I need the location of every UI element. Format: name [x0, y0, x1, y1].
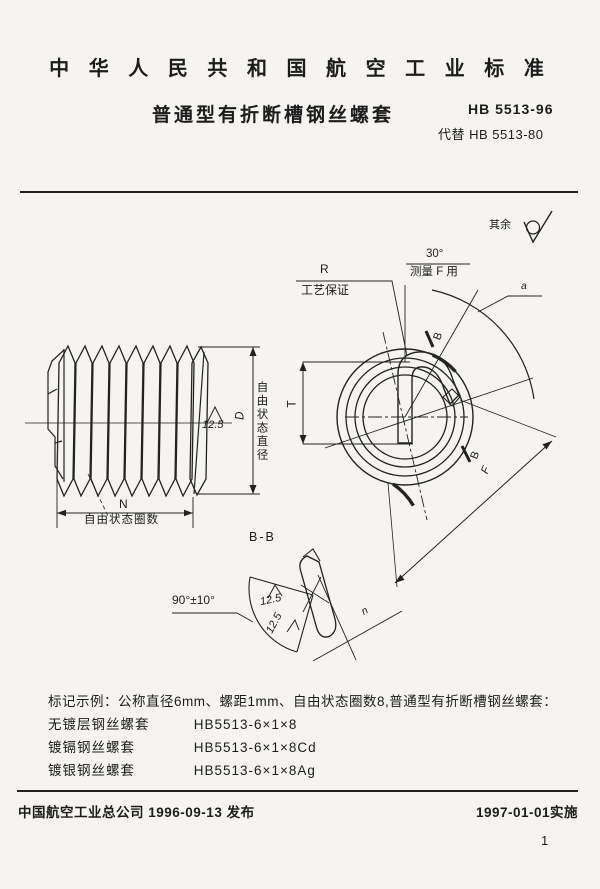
d-dimension-label: D: [234, 411, 247, 420]
header-rule: [20, 191, 578, 193]
free-state-coils-note: 自由状态圈数: [84, 514, 159, 526]
issuer-and-date: 中国航空工业总公司 1996-09-13 发布: [18, 801, 255, 821]
angle-90-label: 90°±10°: [172, 593, 215, 607]
designation: HB5513-6×1×8Cd: [193, 739, 317, 755]
dimension-t: [299, 361, 413, 445]
roughness-symbol-section-1: [267, 584, 283, 599]
end-view-circle: [285, 210, 557, 610]
a-leader-line: [477, 295, 542, 313]
issue-date: 1996-09-13 发布: [148, 805, 255, 820]
standard-name: 普通型有折断槽钢丝螺套: [152, 105, 395, 126]
marking-example-block: 标记示例：公称直径6mm、螺距1mm、自由状态圈数8,普通型有折断槽钢丝螺套： …: [48, 695, 557, 778]
angle-sector: [248, 576, 314, 653]
rest-surfaces-label: 其余: [489, 219, 511, 231]
marking-row: 无镀层钢丝螺套 HB5513-6×1×8: [48, 716, 557, 732]
marking-row: 镀镉钢丝螺套 HB5513-6×1×8Cd: [48, 739, 557, 755]
section-b-b-view: [172, 548, 403, 662]
n-reference-line: [312, 610, 403, 662]
measure-f-note: 测量 F 用: [410, 266, 458, 278]
dimension-f: [387, 399, 557, 588]
technical-drawing: [25, 210, 557, 662]
free-state-diameter-note: 自由状态直径: [255, 381, 268, 462]
marking-example-line: 标记示例：公称直径6mm、螺距1mm、自由状态圈数8,普通型有折断槽钢丝螺套：: [48, 694, 558, 709]
coating-name: 镀镉钢丝螺套: [48, 739, 135, 755]
angle-30-label: 30°: [426, 248, 444, 260]
document-title: 中 华 人 民 共 和 国 航 空 工 业 标 准: [49, 58, 551, 80]
break-notch: [442, 388, 461, 407]
section-arrow-bottom: [460, 445, 472, 463]
coil-tang-end: [47, 349, 65, 482]
coating-name: 镀银钢丝螺套: [48, 762, 135, 778]
rest-roughness-icon: [523, 210, 553, 244]
side-view-coil: [25, 344, 260, 528]
section-trace-line: [382, 331, 428, 521]
radius-label: R: [320, 262, 329, 276]
effective-date: 1997-01-01实施: [475, 805, 578, 820]
r-leader-line: [296, 280, 408, 357]
angle-leader-line: [172, 612, 254, 623]
n-coils-label: N: [119, 497, 128, 511]
supersedes-note: 代替 HB 5513-80: [438, 127, 544, 142]
roughness-symbol-side: [206, 405, 224, 424]
dimension-free-coils: [56, 480, 194, 528]
outer-arc: [431, 289, 535, 400]
wire-cross-section: [299, 555, 337, 638]
dimension-free-diameter: [196, 346, 260, 495]
page-number: 1: [541, 833, 549, 848]
roughness-symbol-section-2: [286, 618, 300, 633]
roughness-value-side: 12.5: [202, 419, 224, 431]
section-arrow-top: [424, 330, 435, 348]
issuer: 中国航空工业总公司: [18, 805, 144, 820]
standard-number: HB 5513-96: [468, 101, 554, 117]
marking-row: 镀银钢丝螺套 HB5513-6×1×8Ag: [48, 762, 557, 778]
designation: HB5513-6×1×8Ag: [193, 762, 316, 778]
process-guarantee-note: 工艺保证: [301, 283, 350, 297]
t-dimension-label: T: [284, 400, 299, 408]
designation: HB5513-6×1×8: [193, 716, 298, 732]
coating-name: 无镀层钢丝螺套: [48, 716, 150, 732]
a-label: a: [521, 280, 527, 292]
footer-rule: [17, 790, 578, 792]
section-title: B-B: [249, 530, 276, 544]
